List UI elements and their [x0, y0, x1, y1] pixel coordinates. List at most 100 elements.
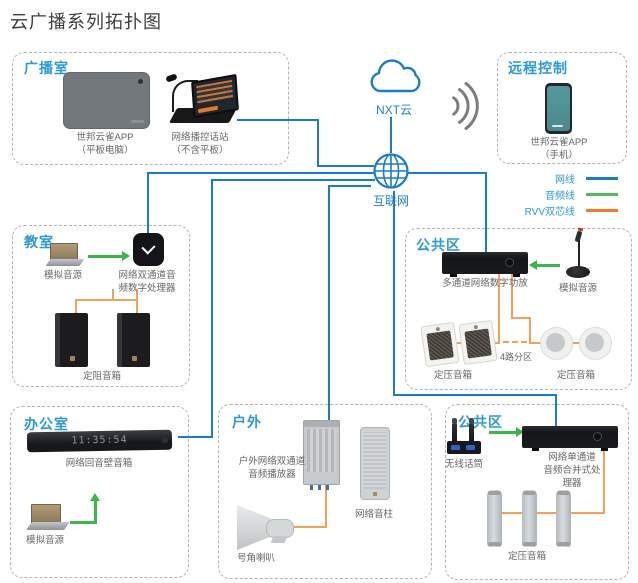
ceiling-speaker-2 — [579, 327, 612, 360]
wireless-signal-icon — [452, 82, 479, 130]
wire-outdoor-riser — [325, 484, 327, 528]
wireless-mic-2 — [469, 418, 474, 443]
classroom-dsp-device — [133, 233, 164, 266]
wire-classroom-riser-1 — [112, 289, 114, 301]
legend-line-audio — [586, 193, 618, 196]
wire-mid-right-step — [511, 317, 531, 319]
horn-speaker-label: 号角喇叭 — [236, 553, 276, 564]
dsp-logo-icon — [141, 240, 156, 255]
wire-bottom-link-3 — [502, 512, 522, 514]
single-channel-processor-device — [522, 426, 618, 451]
cv-column-speaker-label: 定压音箱 — [507, 551, 547, 562]
ceiling-speaker-cone — [546, 333, 565, 352]
cloud-label: NXT云 — [375, 103, 413, 117]
page-title: 云广播系列拓扑图 — [10, 12, 162, 32]
cable-public-bottom-1 — [393, 191, 395, 396]
paging-station-screen-button — [197, 105, 218, 114]
audio-office-1 — [70, 521, 97, 524]
phone-device — [545, 83, 572, 134]
mic-stem — [578, 240, 580, 268]
cable-station-3 — [317, 165, 374, 167]
outdoor-player-cap — [304, 421, 339, 427]
nxt-cloud-icon — [370, 59, 421, 93]
cable-office-2 — [211, 179, 213, 438]
processor-foot — [532, 448, 539, 451]
office-source-label: 模拟音源 — [25, 535, 65, 546]
network-column-label: 网络音柱 — [354, 509, 394, 520]
zone-outdoor — [218, 404, 432, 579]
wireless-mic-label: 无线话筒 — [444, 459, 484, 470]
cable-station-2 — [317, 119, 319, 167]
single-channel-processor-label: 网络单通道 音频合并式处理器 — [543, 452, 601, 489]
wireless-mic-receiver — [447, 441, 481, 454]
classroom-laptop-base — [45, 259, 85, 266]
speaker-logo — [131, 356, 137, 361]
audio-office-2 — [94, 501, 97, 524]
zone-title-public-mid: 公共区 — [416, 237, 461, 253]
cable-public-bottom-3 — [555, 394, 557, 427]
wall-speaker-2 — [458, 319, 498, 366]
cable-public-bottom-2 — [393, 394, 556, 396]
classroom-source-label: 模拟音源 — [43, 270, 83, 281]
paging-station-label: 网络播控话站 （不含平板） — [171, 132, 229, 156]
wire-mid-right-drop-2 — [529, 317, 531, 344]
wireless-mic-cap — [469, 418, 474, 424]
cable-classroom-1 — [148, 172, 375, 174]
wire-classroom-drop-1 — [75, 299, 77, 314]
column-cap — [523, 491, 536, 495]
paging-station-screen-rows — [196, 79, 234, 105]
wire-outdoor-horn — [287, 526, 327, 528]
wire-classroom-bus — [75, 299, 138, 301]
phone-screen — [547, 86, 570, 131]
wall-speaker-dot — [435, 326, 441, 332]
audio-office-arrowhead — [90, 493, 100, 501]
internet-globe-icon — [373, 153, 409, 189]
phone-label: 世邦云雀APP （手机） — [530, 137, 588, 161]
wire-mid-wall-link — [455, 342, 464, 344]
column-cap — [557, 491, 570, 495]
soundbar-logo — [161, 436, 169, 443]
tablet-device — [63, 72, 150, 129]
legend-label-net: 网线 — [555, 175, 575, 186]
cv-column-speaker-3 — [556, 490, 571, 547]
wall-speaker-dot — [473, 324, 479, 330]
column-cap — [523, 542, 536, 546]
ceiling-speaker-1 — [540, 327, 573, 360]
zone-office — [10, 406, 189, 578]
classroom-speaker-1 — [55, 313, 88, 367]
legend-line-rvv — [586, 209, 618, 212]
amp-foot — [450, 274, 457, 277]
cable-outdoor-2 — [328, 185, 330, 421]
wire-mid-ceil-link-2 — [569, 342, 581, 344]
legend-line-net — [586, 177, 618, 180]
outdoor-player-label: 户外网络双通道 音频播放器 — [238, 456, 306, 480]
zone-public-mid — [405, 228, 632, 390]
legend-label-rvv: RVV双芯线 — [524, 207, 575, 218]
receiver-display-1 — [451, 445, 460, 450]
multichannel-amp-device — [442, 252, 528, 277]
tablet-camera-dot — [138, 79, 143, 84]
audio-classroom — [88, 255, 122, 258]
zone-count-label: 4路分区 — [499, 352, 533, 362]
wall-speaker-grille — [426, 330, 454, 361]
wire-mid-right-drop-1 — [511, 274, 513, 319]
zone-title-outdoor: 户外 — [232, 414, 262, 430]
ceiling-speaker-label: 定压音箱 — [556, 370, 596, 381]
column-speaker-logo — [373, 492, 377, 496]
audio-public-mid — [537, 264, 560, 267]
wall-speaker-1 — [420, 321, 460, 368]
cable-cloud-internet — [390, 117, 392, 153]
amp-knob — [505, 258, 514, 267]
wall-speaker-label: 定压音箱 — [433, 370, 473, 381]
wireless-mic-cap — [452, 418, 457, 424]
zone-title-office: 办公室 — [24, 416, 69, 432]
tablet-label: 世邦云雀APP （平板电脑） — [76, 132, 134, 156]
public-mid-source-label: 模拟音源 — [558, 283, 598, 294]
column-cap — [557, 542, 570, 546]
speaker-logo — [69, 356, 75, 361]
classroom-dsp-label: 网络双通道音 频数字处理器 — [118, 270, 176, 294]
paging-station-gooseneck — [172, 80, 198, 112]
zone-classroom — [12, 225, 190, 387]
column-speaker-mesh — [364, 432, 386, 489]
zone-title-broadcast-room: 广播室 — [24, 60, 69, 76]
